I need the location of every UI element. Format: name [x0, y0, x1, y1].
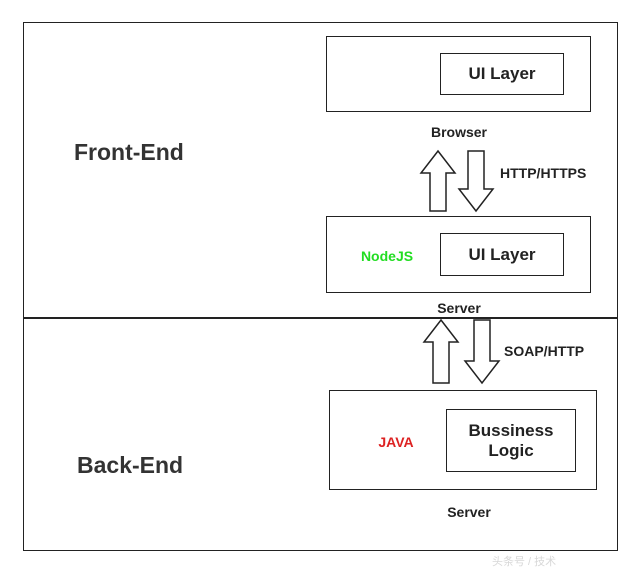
- back-end-label: Back-End: [77, 452, 184, 478]
- front-down-arrow-icon: [457, 150, 495, 213]
- soap-protocol-label: SOAP/HTTP: [504, 343, 585, 359]
- nodejs-label: NodeJS: [360, 248, 414, 264]
- back-up-arrow-icon: [422, 318, 460, 384]
- back-down-arrow-icon: [463, 319, 501, 385]
- node-ui-layer-label: UI Layer: [468, 244, 536, 264]
- node-ui-layer-box: UI Layer: [440, 233, 564, 276]
- http-protocol-label: HTTP/HTTPS: [500, 165, 587, 181]
- node-server-caption: Server: [437, 300, 481, 316]
- browser-caption: Browser: [430, 124, 488, 140]
- watermark: 头条号 / 技术: [492, 556, 557, 568]
- business-logic-line1: Bussiness: [468, 420, 554, 440]
- front-end-label: Front-End: [74, 139, 184, 165]
- java-server-caption: Server: [447, 504, 491, 520]
- business-logic-line2: Logic: [488, 440, 534, 460]
- business-logic-box: Bussiness Logic: [446, 409, 576, 472]
- front-up-arrow-icon: [419, 149, 457, 212]
- front-end-section: [23, 22, 618, 319]
- back-end-section: [23, 317, 618, 551]
- browser-ui-layer-label: UI Layer: [468, 64, 536, 83]
- browser-ui-layer-box: UI Layer: [440, 53, 564, 95]
- java-label: JAVA: [378, 434, 414, 450]
